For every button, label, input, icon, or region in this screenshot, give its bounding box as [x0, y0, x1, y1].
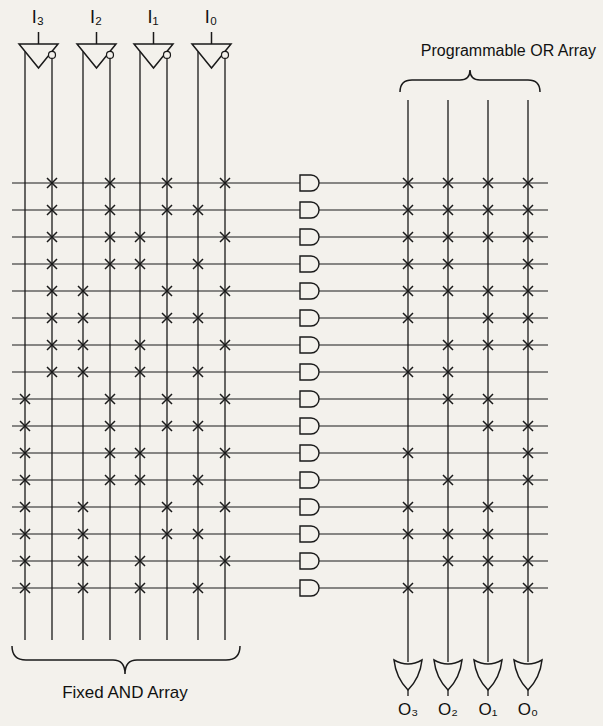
input-buffer: [134, 32, 173, 640]
and-gate: [300, 580, 319, 596]
and-gate: [300, 499, 319, 515]
and-gate: [300, 445, 319, 461]
or-gate: [514, 660, 542, 690]
input-label: I₃: [32, 8, 44, 28]
and-gate: [300, 364, 319, 380]
and-gate: [300, 553, 319, 569]
or-connections: [403, 178, 533, 593]
and-bracket: [12, 646, 240, 674]
and-gate: [300, 391, 319, 407]
or-bracket: [400, 70, 540, 92]
and-gate: [300, 526, 319, 542]
and-gate: [300, 310, 319, 326]
and-gate: [300, 229, 319, 245]
and-gate: [300, 202, 319, 218]
output-label: O₁: [479, 701, 498, 720]
or-array: [394, 100, 542, 696]
input-label: I₀: [205, 8, 217, 28]
and-gate: [300, 337, 319, 353]
and-gate: [300, 283, 319, 299]
or-gate: [474, 660, 502, 690]
array-label: Programmable OR Array: [421, 42, 596, 60]
output-label: O₃: [398, 701, 418, 720]
input-label: I₁: [147, 8, 158, 28]
input-label: I₂: [90, 8, 102, 28]
output-label: O₀: [518, 701, 538, 720]
and-gate: [300, 472, 319, 488]
and-connections: [20, 178, 230, 593]
and-gate: [300, 175, 319, 191]
input-buffer: [192, 32, 231, 640]
or-gate: [434, 660, 462, 690]
or-gate: [394, 660, 422, 690]
and-gate: [300, 256, 319, 272]
input-buffer: [77, 32, 116, 640]
and-gate: [300, 418, 319, 434]
output-label: O₂: [438, 701, 458, 720]
and-rows: [12, 175, 548, 596]
array-label: Fixed AND Array: [62, 684, 188, 703]
input-buffer: [19, 32, 58, 640]
